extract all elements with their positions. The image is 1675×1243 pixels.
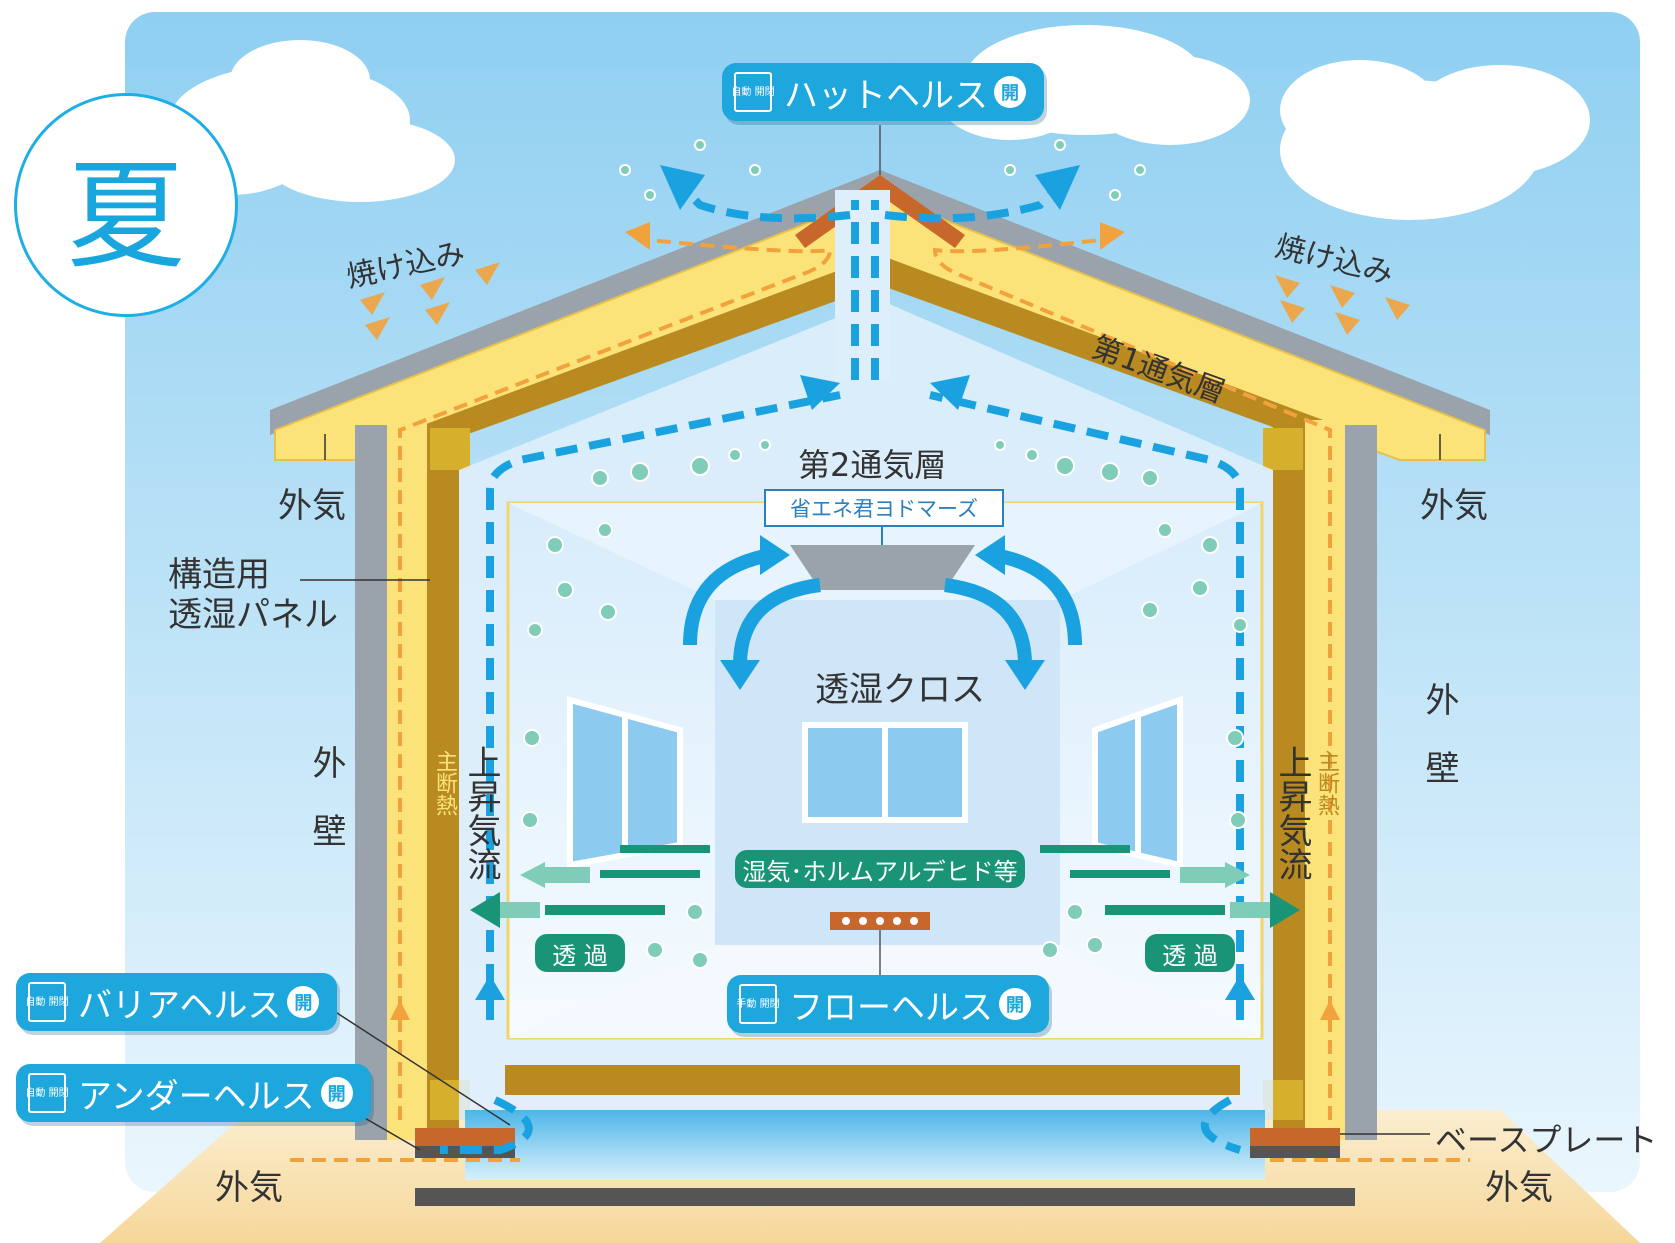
room-circulation: [683, 548, 1082, 666]
moisture-arrows: [470, 845, 1300, 928]
transmit-right-label: 透 過: [1145, 934, 1235, 972]
transmit-left-label: 透 過: [535, 934, 625, 972]
under-health-name: アンダーヘルス: [78, 1076, 315, 1117]
yodomars-unit: [790, 545, 975, 590]
barrier-health-label: 自動 開閉 バリアヘルス 開: [16, 973, 338, 1031]
open-state-icon: 開: [287, 986, 320, 1018]
outside-air-bottom-left: 外気: [215, 1168, 283, 1208]
main-insulation-left: 主断熱: [432, 750, 457, 816]
barrier-health-name: バリアヘルス: [78, 985, 282, 1026]
outer-wall-right: 外壁: [1419, 682, 1459, 818]
airflow-paths: [440, 182, 1244, 1154]
season-badge: 夏: [14, 93, 238, 317]
auto-open-tag: 自動 開閉: [731, 72, 775, 112]
main-insulation-right: 主断熱: [1314, 750, 1339, 816]
moisture-dots: [521, 139, 1248, 969]
flow-health-name: フローヘルス: [789, 987, 993, 1028]
auto-open-tag: 自動 開閉: [25, 982, 69, 1022]
outside-air-bottom-right: 外気: [1485, 1168, 1553, 1208]
outer-wall-left: 外壁: [306, 745, 346, 881]
outside-air-left: 外気: [278, 486, 346, 526]
heat-chevrons: [360, 262, 1410, 340]
hat-health-name: ハットヘルス: [784, 75, 988, 116]
hat-health-label: 自動 開閉 ハットヘルス 開: [722, 63, 1044, 121]
windows: [567, 695, 1183, 869]
rising-airflow-right: 上昇気流: [1272, 745, 1312, 881]
layer2-label: 第2通気層: [798, 446, 947, 484]
flow-health-label: 手動 開閉 フローヘルス 開: [727, 975, 1049, 1033]
under-health-label: 自動 開閉 アンダーヘルス 開: [16, 1064, 371, 1122]
outside-air-right: 外気: [1420, 486, 1488, 526]
cross-label: 透湿クロス: [815, 670, 985, 710]
manual-open-tag: 手動 開閉: [736, 984, 780, 1024]
open-state-icon: 開: [994, 76, 1026, 108]
rising-airflow-left: 上昇気流: [461, 745, 501, 881]
humidity-label: 湿気･ホルムアルデヒド等: [735, 850, 1025, 888]
open-state-icon: 開: [320, 1077, 353, 1109]
yodomars-label: 省エネ君ヨドマーズ: [764, 489, 1004, 527]
auto-open-tag: 自動 開閉: [25, 1073, 69, 1113]
structural-panel-label: 構造用 透湿パネル: [168, 555, 338, 635]
open-state-icon: 開: [999, 988, 1031, 1020]
base-plate-label: ベースプレート: [1435, 1121, 1658, 1159]
